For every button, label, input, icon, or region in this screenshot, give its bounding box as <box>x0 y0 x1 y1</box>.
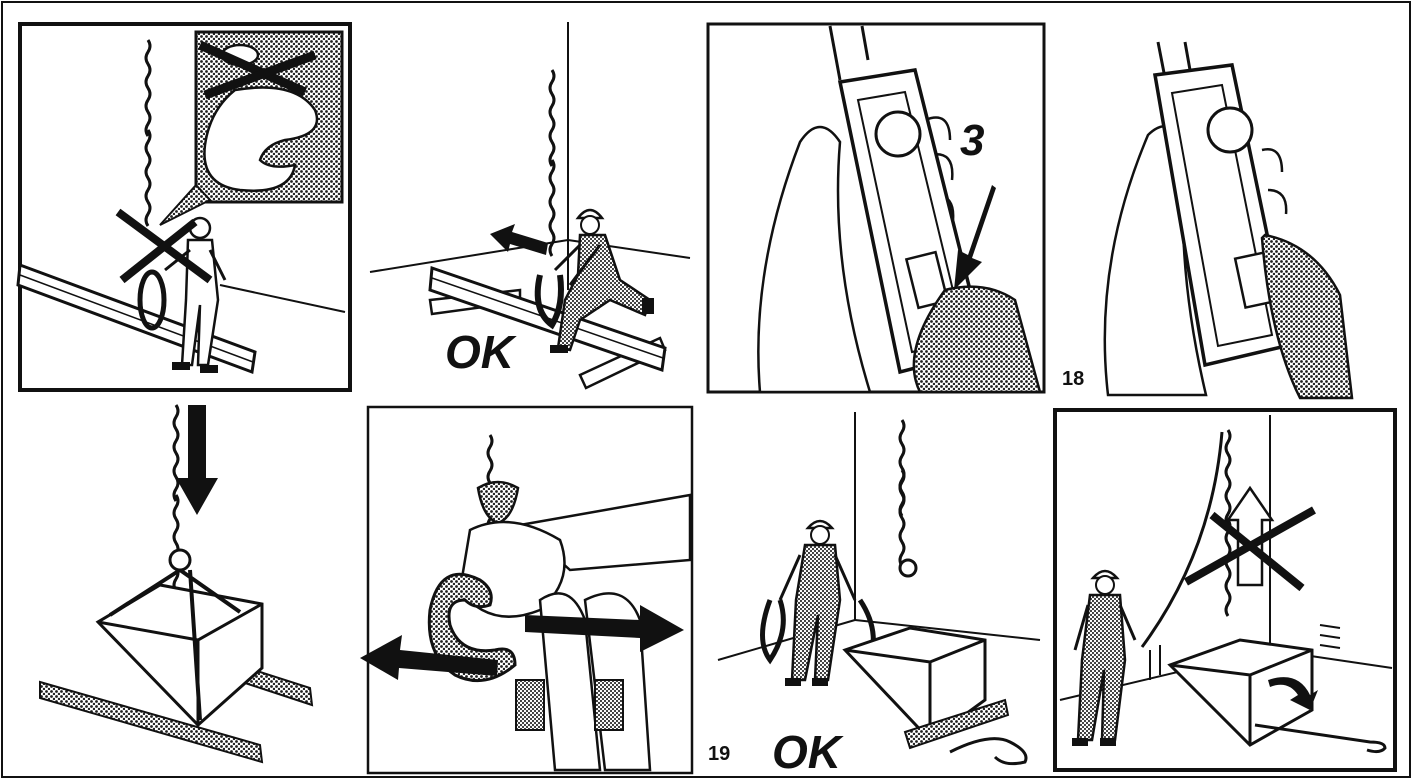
ok-label-bottom: OK <box>772 726 844 778</box>
panel-wrong-hook-position <box>18 24 350 390</box>
panel-lowering-load <box>40 405 312 762</box>
chain <box>550 70 554 166</box>
worker-figure <box>780 521 855 686</box>
figure-number-18: 18 <box>1062 368 1084 390</box>
ok-label-top: OK <box>445 326 517 378</box>
panel-correct-load-placement: OK 19 <box>708 412 1040 778</box>
emergency-stop-button <box>1208 108 1252 152</box>
arrow-icon <box>176 405 218 515</box>
panel-hook-sling-detail <box>360 407 692 773</box>
panel-pendant-press: 3 <box>708 24 1044 392</box>
emergency-stop-button <box>876 112 920 156</box>
step-number-3: 3 <box>960 116 984 165</box>
panel-correct-hook-position: OK <box>370 22 690 388</box>
panel-wrong-pull-lift <box>1055 410 1395 770</box>
panel-pendant-release: 18 <box>1062 42 1352 398</box>
chain <box>174 405 178 501</box>
figure-number-19: 19 <box>708 743 730 765</box>
